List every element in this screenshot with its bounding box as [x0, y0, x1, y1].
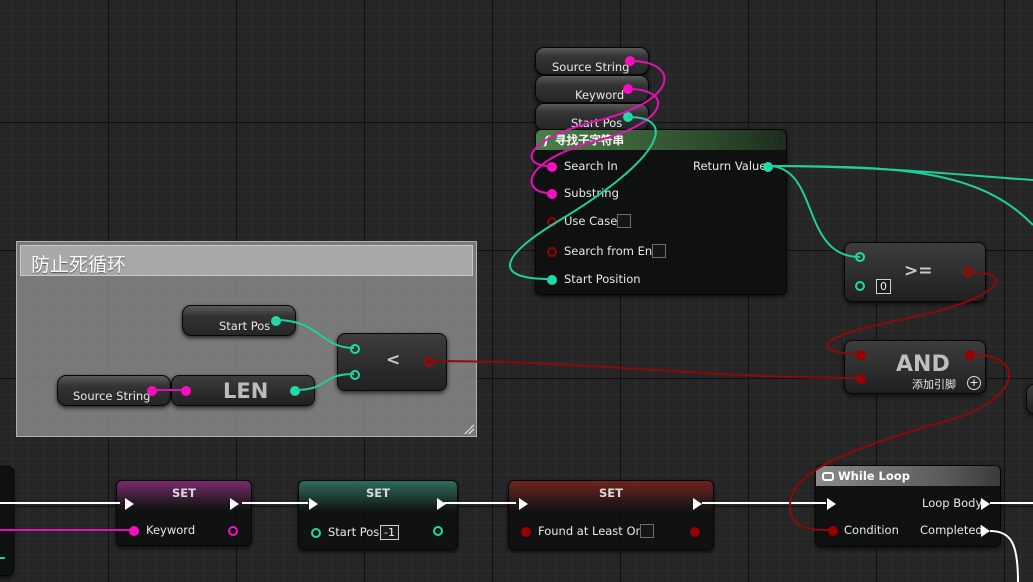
- bool-output-pin-icon[interactable]: [963, 267, 973, 277]
- function-icon: f: [544, 133, 549, 147]
- substring-label: Substring: [564, 186, 619, 200]
- node-header[interactable]: While Loop: [816, 466, 1000, 486]
- keyword-pin-icon[interactable]: [129, 526, 139, 536]
- var-start-pos-getter[interactable]: Start Pos: [535, 103, 649, 131]
- bool-output-pin-icon[interactable]: [965, 350, 975, 360]
- less-than-node[interactable]: <: [337, 333, 447, 391]
- var-start-pos-getter[interactable]: Start Pos: [182, 305, 296, 336]
- exec-output-pin-icon[interactable]: [437, 498, 446, 510]
- return-value-label: Return Value: [693, 159, 767, 173]
- bool-input-b-pin-icon[interactable]: [856, 374, 866, 384]
- found-checkbox[interactable]: [640, 524, 654, 538]
- int-input-b-pin-icon[interactable]: [350, 370, 360, 380]
- use-case-label: Use Case: [564, 214, 618, 228]
- search-from-end-checkbox[interactable]: [652, 244, 666, 258]
- set-title: SET: [172, 486, 196, 500]
- bool-input-a-pin-icon[interactable]: [856, 350, 866, 360]
- and-node[interactable]: AND 添加引脚 +: [844, 340, 986, 394]
- start-pos-value-field[interactable]: -1: [380, 525, 399, 540]
- set-start-pos-node[interactable]: SET Start Pos -1: [298, 480, 458, 550]
- operator-label: >=: [904, 261, 933, 281]
- set-found-node[interactable]: SET Found at Least One: [508, 480, 714, 550]
- start-position-pin-icon[interactable]: [547, 275, 557, 285]
- int-value-field[interactable]: 0: [876, 279, 891, 294]
- node-title: While Loop: [838, 469, 910, 483]
- len-title: LEN: [223, 379, 269, 403]
- var-source-string-getter[interactable]: Source String: [57, 375, 171, 406]
- while-loop-node[interactable]: While Loop Condition Loop Body Completed: [815, 465, 1001, 547]
- string-pin-icon[interactable]: [623, 84, 633, 94]
- bool-wire: [427, 360, 861, 379]
- comment-resize-handle[interactable]: [464, 424, 474, 434]
- substring-pin-icon[interactable]: [547, 189, 557, 199]
- offscreen-node-edge[interactable]: [0, 466, 14, 576]
- int-pin-icon[interactable]: [623, 112, 633, 122]
- loop-body-exec-pin-icon[interactable]: [981, 498, 990, 510]
- var-label: Source String: [73, 389, 151, 403]
- exec-input-pin-icon[interactable]: [827, 498, 836, 510]
- string-pin-icon[interactable]: [147, 386, 157, 396]
- int-wire: [767, 165, 1033, 226]
- string-input-pin-icon[interactable]: [181, 386, 191, 396]
- node-title: 寻找子字符串: [554, 133, 624, 147]
- operator-label: <: [386, 350, 401, 370]
- var-keyword-getter[interactable]: Keyword: [535, 75, 649, 103]
- var-source-string-getter[interactable]: Source String: [535, 47, 649, 75]
- greater-equal-node[interactable]: 0 >=: [844, 242, 986, 302]
- string-pin-icon[interactable]: [625, 56, 635, 66]
- int-wire: [767, 165, 1033, 181]
- loop-icon: [822, 472, 834, 481]
- search-in-pin-icon[interactable]: [547, 162, 557, 172]
- search-from-end-label: Search from End: [564, 244, 660, 258]
- found-output-pin-icon[interactable]: [690, 527, 700, 537]
- set-title: SET: [366, 486, 390, 500]
- start-pos-output-pin-icon[interactable]: [433, 526, 443, 536]
- exec-input-pin-icon[interactable]: [125, 498, 134, 510]
- int-input-a-pin-icon[interactable]: [350, 344, 360, 354]
- add-pin-icon[interactable]: +: [967, 376, 981, 390]
- loop-body-label: Loop Body: [922, 496, 983, 510]
- offscreen-node-edge[interactable]: [1026, 384, 1033, 414]
- use-case-checkbox[interactable]: [617, 214, 631, 228]
- set-title: SET: [599, 486, 623, 500]
- len-node[interactable]: LEN: [171, 375, 315, 406]
- set-keyword-node[interactable]: SET Keyword: [116, 480, 252, 546]
- condition-label: Condition: [844, 523, 899, 537]
- exec-output-pin-icon[interactable]: [230, 498, 239, 510]
- search-in-label: Search In: [564, 159, 618, 173]
- and-title: AND: [896, 352, 950, 377]
- int-input-a-pin-icon[interactable]: [855, 252, 865, 262]
- return-value-pin-icon[interactable]: [763, 162, 773, 172]
- exec-input-pin-icon[interactable]: [309, 498, 318, 510]
- found-pin-icon[interactable]: [521, 527, 531, 537]
- start-pos-pin-icon[interactable]: [311, 528, 321, 538]
- start-pos-pin-label: Start Pos: [328, 525, 380, 539]
- int-output-pin-icon[interactable]: [290, 386, 300, 396]
- exec-output-pin-icon[interactable]: [693, 498, 702, 510]
- int-input-b-pin-icon[interactable]: [855, 281, 865, 291]
- int-pin-icon[interactable]: [271, 316, 281, 326]
- completed-label: Completed: [920, 523, 983, 537]
- completed-exec-pin-icon[interactable]: [981, 525, 990, 537]
- start-position-label: Start Position: [564, 272, 641, 286]
- node-header[interactable]: f 寻找子字符串: [536, 130, 786, 150]
- keyword-output-pin-icon[interactable]: [228, 526, 238, 536]
- condition-pin-icon[interactable]: [828, 526, 838, 536]
- comment-title[interactable]: 防止死循环: [20, 245, 473, 276]
- bool-output-pin-icon[interactable]: [424, 357, 434, 367]
- var-label: Start Pos: [219, 319, 271, 333]
- add-pin-label[interactable]: 添加引脚: [912, 378, 956, 391]
- keyword-pin-label: Keyword: [146, 523, 196, 537]
- exec-input-pin-icon[interactable]: [519, 498, 528, 510]
- find-substring-node[interactable]: f 寻找子字符串 Search In Substring Use Case Sea…: [535, 129, 787, 295]
- search-from-end-pin-icon[interactable]: [547, 247, 557, 257]
- found-pin-label: Found at Least One: [538, 524, 650, 538]
- use-case-pin-icon[interactable]: [547, 217, 557, 227]
